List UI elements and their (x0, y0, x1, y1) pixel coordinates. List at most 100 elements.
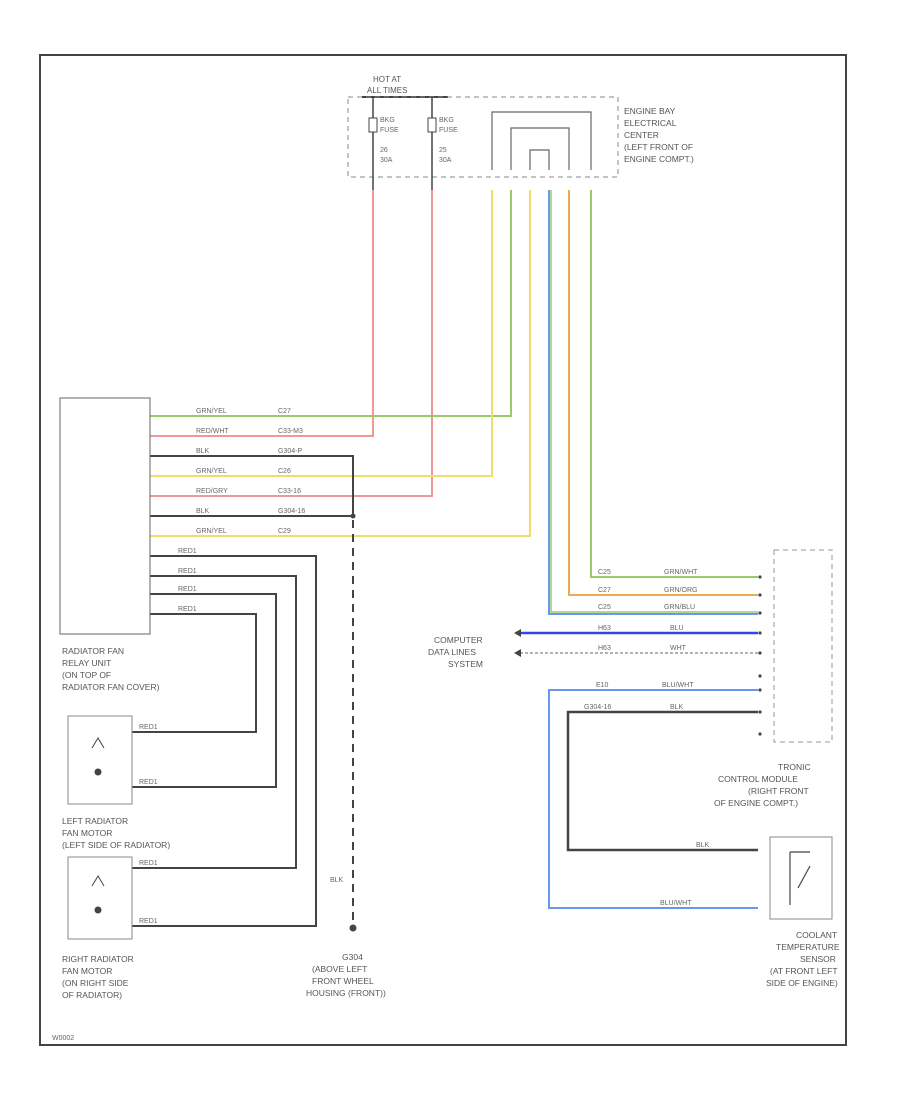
engine-bay-label-4: (LEFT FRONT OF (624, 142, 693, 152)
fuse-26: BKG FUSE 26 30A (368, 97, 399, 190)
right-fan-motor-icon (91, 875, 105, 914)
tronic-label-1: TRONIC (778, 762, 811, 772)
engine-bay-label-3: CENTER (624, 130, 659, 140)
svg-text:FUSE: FUSE (439, 127, 458, 134)
splice-dot (350, 513, 356, 519)
svg-text:H63: H63 (598, 645, 611, 652)
wire-red-1 (148, 190, 374, 437)
svg-text:C26: C26 (278, 468, 291, 475)
tronic-label-2: CONTROL MODULE (718, 774, 798, 784)
svg-text:RED/WHT: RED/WHT (196, 428, 229, 435)
coolant-sensor-box (769, 836, 833, 920)
wire-red-2 (148, 190, 433, 497)
wire-yellow-relay-1 (148, 190, 493, 477)
svg-text:GRN/BLU: GRN/BLU (664, 604, 695, 611)
svg-text:C25: C25 (598, 604, 611, 611)
right-motor-label-4: OF RADIATOR) (62, 990, 122, 1000)
left-motor-label-1: LEFT RADIATOR (62, 816, 128, 826)
svg-text:26: 26 (380, 147, 388, 154)
wire-sensor-black (566, 710, 758, 852)
sensor-label-3: SENSOR (800, 954, 836, 964)
engine-bay-label-5: ENGINE COMPT.) (624, 154, 694, 164)
fuse-25: BKG FUSE 25 30A (427, 97, 458, 190)
relay-label-4: RADIATOR FAN COVER) (62, 682, 160, 692)
wire-black-relay-3 (148, 455, 354, 516)
computer-label-3: SYSTEM (448, 659, 483, 669)
sensor-label-1: COOLANT (796, 930, 837, 940)
sensor-switch-icon (789, 851, 811, 905)
svg-text:BLK: BLK (196, 508, 210, 515)
svg-text:RED1: RED1 (178, 606, 197, 613)
sensor-wire-top: BLK (696, 842, 710, 849)
wire-motor-1 (148, 555, 317, 927)
svg-text:25: 25 (439, 147, 447, 154)
tronic-label-4: OF ENGINE COMPT.) (714, 798, 798, 808)
ground-label-3: FRONT WHEEL (312, 976, 374, 986)
engine-bay-box (347, 96, 619, 178)
svg-text:C27: C27 (278, 408, 291, 415)
left-fan-motor-box (67, 715, 133, 805)
relay-label-2: RELAY UNIT (62, 658, 111, 668)
svg-text:C27: C27 (598, 587, 611, 594)
wire-sensor-blue (548, 689, 758, 909)
right-fan-motor-box (67, 856, 133, 940)
svg-text:C25: C25 (598, 569, 611, 576)
wire-green-tronic (590, 190, 758, 578)
wire-blue-tronic (548, 190, 758, 615)
right-motor-label-2: FAN MOTOR (62, 966, 112, 976)
svg-text:GRN/YEL: GRN/YEL (196, 528, 227, 535)
svg-text:RED/GRY: RED/GRY (196, 488, 228, 495)
ground-label-2: (ABOVE LEFT (312, 964, 367, 974)
wire-green-relay (148, 190, 512, 417)
wire-orange-tronic (568, 190, 758, 596)
engine-bay-label-1: ENGINE BAY (624, 106, 676, 116)
right-motor-label-3: (ON RIGHT SIDE (62, 978, 129, 988)
left-motor-wire-top: RED1 (139, 724, 158, 731)
svg-text:BLK: BLK (196, 448, 210, 455)
svg-text:RED1: RED1 (178, 586, 197, 593)
computer-label-1: COMPUTER (434, 635, 483, 645)
svg-text:G304-16: G304-16 (584, 704, 611, 711)
left-motor-wire-bottom: RED1 (139, 779, 158, 786)
sensor-label-4: (AT FRONT LEFT (770, 966, 838, 976)
svg-text:GRN/YEL: GRN/YEL (196, 408, 227, 415)
hot-at-label: HOT AT (373, 75, 401, 84)
wire-yellow-relay-2 (148, 190, 531, 537)
ground-point (349, 924, 357, 932)
arrow-data-1 (514, 629, 521, 637)
hot-at-label-2: ALL TIMES (367, 86, 407, 95)
right-motor-label-1: RIGHT RADIATOR (62, 954, 134, 964)
svg-text:BLU: BLU (670, 625, 684, 632)
svg-text:GRN/WHT: GRN/WHT (664, 569, 698, 576)
svg-text:C29: C29 (278, 528, 291, 535)
left-motor-label-2: FAN MOTOR (62, 828, 112, 838)
svg-text:GRN/ORG: GRN/ORG (664, 587, 697, 594)
footer-code: W0002 (52, 1035, 74, 1042)
engine-bay-label-2: ELECTRICAL (624, 118, 677, 128)
svg-text:BLK: BLK (670, 704, 684, 711)
svg-text:H63: H63 (598, 625, 611, 632)
svg-text:BLU/WHT: BLU/WHT (662, 682, 694, 689)
svg-text:WHT: WHT (670, 645, 687, 652)
relay-unit-box (59, 397, 151, 635)
svg-text:GRN/YEL: GRN/YEL (196, 468, 227, 475)
svg-text:30A: 30A (380, 157, 393, 164)
ground-label-4: HOUSING (FRONT)) (306, 988, 386, 998)
wire-motor-2 (148, 575, 297, 869)
tronic-label-3: (RIGHT FRONT (748, 786, 809, 796)
right-motor-wire-bottom: RED1 (139, 918, 158, 925)
svg-text:BKG: BKG (439, 117, 454, 124)
arrow-data-2 (514, 649, 521, 657)
svg-text:G304-P: G304-P (278, 448, 302, 455)
right-motor-wire-top: RED1 (139, 860, 158, 867)
ground-wire-label: BLK (330, 877, 344, 884)
svg-text:FUSE: FUSE (380, 127, 399, 134)
left-motor-label-3: (LEFT SIDE OF RADIATOR) (62, 840, 170, 850)
sensor-label-5: SIDE OF ENGINE) (766, 978, 838, 988)
svg-text:BKG: BKG (380, 117, 395, 124)
ground-label-1: G304 (342, 952, 363, 962)
left-fan-motor-icon (91, 737, 105, 776)
